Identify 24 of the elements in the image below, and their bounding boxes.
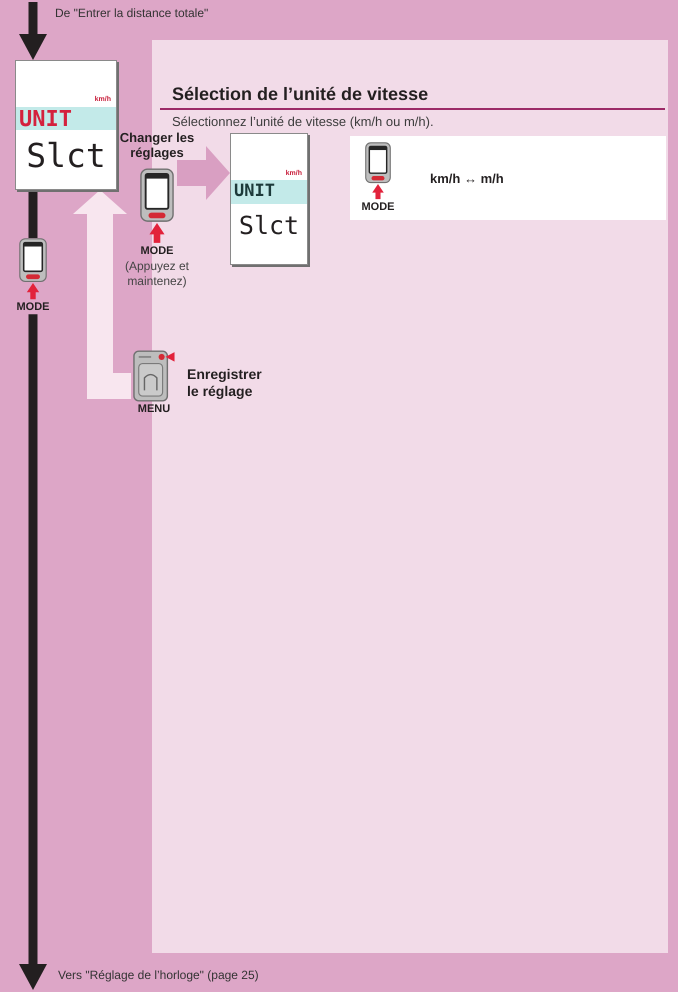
button-label: MODE	[140, 245, 174, 258]
lcd-text: Slct	[26, 139, 106, 172]
lcd-screen	[230, 133, 308, 265]
flow-arrow	[19, 314, 47, 990]
instruction-text: Sélectionnez l’unité de vitesse (km/h ou m/h).	[172, 114, 434, 130]
lcd-text: UNIT	[234, 183, 275, 200]
button-label: MODE	[362, 201, 394, 214]
connector-line	[28, 190, 38, 238]
button-label: MODE	[16, 301, 50, 314]
unit-toggle-text: km/h ↔ m/h	[430, 171, 504, 187]
button-label: MENU	[138, 403, 170, 416]
info-card	[350, 136, 666, 220]
flow-note: Vers "Réglage de l’horloge" (page 25)	[58, 968, 259, 982]
step-caption: Changer les réglages	[118, 131, 196, 160]
lcd-text: UNIT	[19, 109, 72, 131]
lcd-text: Slct	[238, 213, 300, 238]
block-arrow	[177, 146, 230, 200]
flow-note: De "Entrer la distance totale"	[55, 6, 208, 20]
step-caption: Enregistrer le réglage	[187, 366, 263, 400]
flow-arrow	[19, 2, 47, 60]
hint-text: (Appuyez et maintenez)	[124, 259, 190, 288]
lcd-screen	[15, 60, 117, 190]
section-heading: Sélection de l’unité de vitesse	[172, 85, 428, 105]
block-arrow	[73, 190, 131, 399]
